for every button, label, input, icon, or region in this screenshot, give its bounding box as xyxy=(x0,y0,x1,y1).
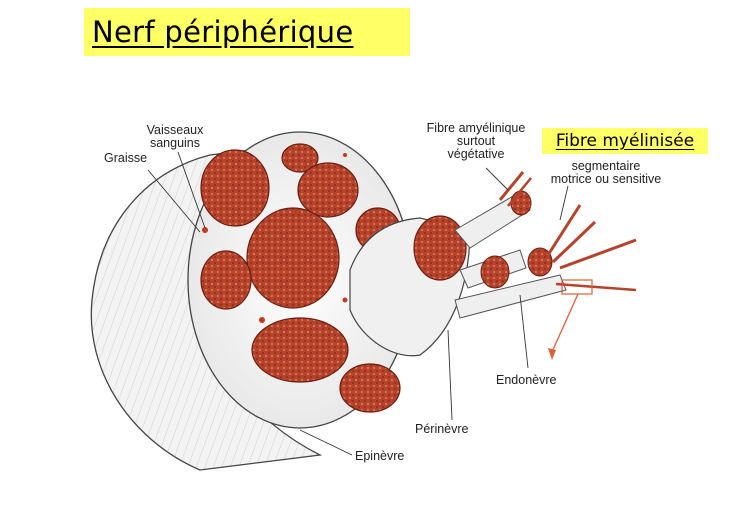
label-amyelinique-line2: surtout xyxy=(456,134,496,148)
fibre-strand xyxy=(507,177,532,207)
fascicle-end xyxy=(413,215,467,281)
blood-vessel xyxy=(343,153,347,157)
leader-segmentaire xyxy=(559,185,569,221)
leader-graisse xyxy=(147,169,201,233)
callout-label: Fibre myélinisée xyxy=(555,131,695,151)
arrow-line xyxy=(551,293,579,353)
fascicle xyxy=(246,207,340,309)
leader-vaisseaux xyxy=(177,151,206,229)
blood-vessel xyxy=(294,209,300,215)
blood-vessel xyxy=(259,317,265,323)
fascicle xyxy=(297,162,359,218)
fascicles xyxy=(200,143,401,413)
label-amyelinique-line3: végétative xyxy=(447,147,505,161)
leader-endonevre xyxy=(519,294,529,369)
label-amyelinique: Fibre amyélinique surtout végétative xyxy=(412,122,540,161)
label-amyelinique-line1: Fibre amyélinique xyxy=(426,121,526,135)
fascicle xyxy=(339,363,401,413)
fibre-strand xyxy=(555,282,637,292)
label-perinevre: Périnèvre xyxy=(415,422,469,436)
fibre-end xyxy=(480,255,510,289)
label-epinevre: Epinèvre xyxy=(355,449,405,463)
fibre-strand xyxy=(498,171,525,201)
label-endonevre: Endonèvre xyxy=(496,373,557,387)
label-vaisseaux-line2: sanguins xyxy=(149,136,201,150)
fibre-bundle xyxy=(454,194,531,249)
fascicle xyxy=(251,317,349,383)
leader-perinevre xyxy=(447,329,453,421)
leader-amyelinique xyxy=(485,167,509,191)
label-segmentaire-line2: motrice ou sensitive xyxy=(550,172,662,186)
myelin-segment-box xyxy=(561,279,593,295)
fibre-bundles xyxy=(454,171,637,319)
label-segmentaire-line1: segmentaire xyxy=(571,159,641,173)
callout-highlight: Fibre myélinisée xyxy=(542,128,708,154)
fascicle xyxy=(200,250,252,310)
blood-vessel xyxy=(202,227,208,233)
fibre-end xyxy=(527,247,553,277)
fascicle xyxy=(281,143,319,173)
fibre-strand xyxy=(551,220,597,264)
fibre-strand xyxy=(546,204,582,256)
fibre-bundle xyxy=(454,274,567,319)
fascicle xyxy=(200,149,270,227)
title-highlight: Nerf périphérique xyxy=(84,8,410,56)
leader-lines xyxy=(147,151,569,456)
fibre-end xyxy=(510,190,532,216)
label-vaisseaux: Vaisseaux sanguins xyxy=(140,124,210,150)
label-vaisseaux-line1: Vaisseaux xyxy=(146,123,204,137)
arrow-head-icon xyxy=(548,348,556,360)
leader-epinevre xyxy=(299,429,353,456)
blood-vessel xyxy=(342,297,348,303)
fibre-strand xyxy=(559,238,637,270)
page-title: Nerf périphérique xyxy=(92,15,354,49)
label-graisse: Graisse xyxy=(104,151,148,165)
label-segmentaire: segmentaire motrice ou sensitive xyxy=(530,160,682,186)
